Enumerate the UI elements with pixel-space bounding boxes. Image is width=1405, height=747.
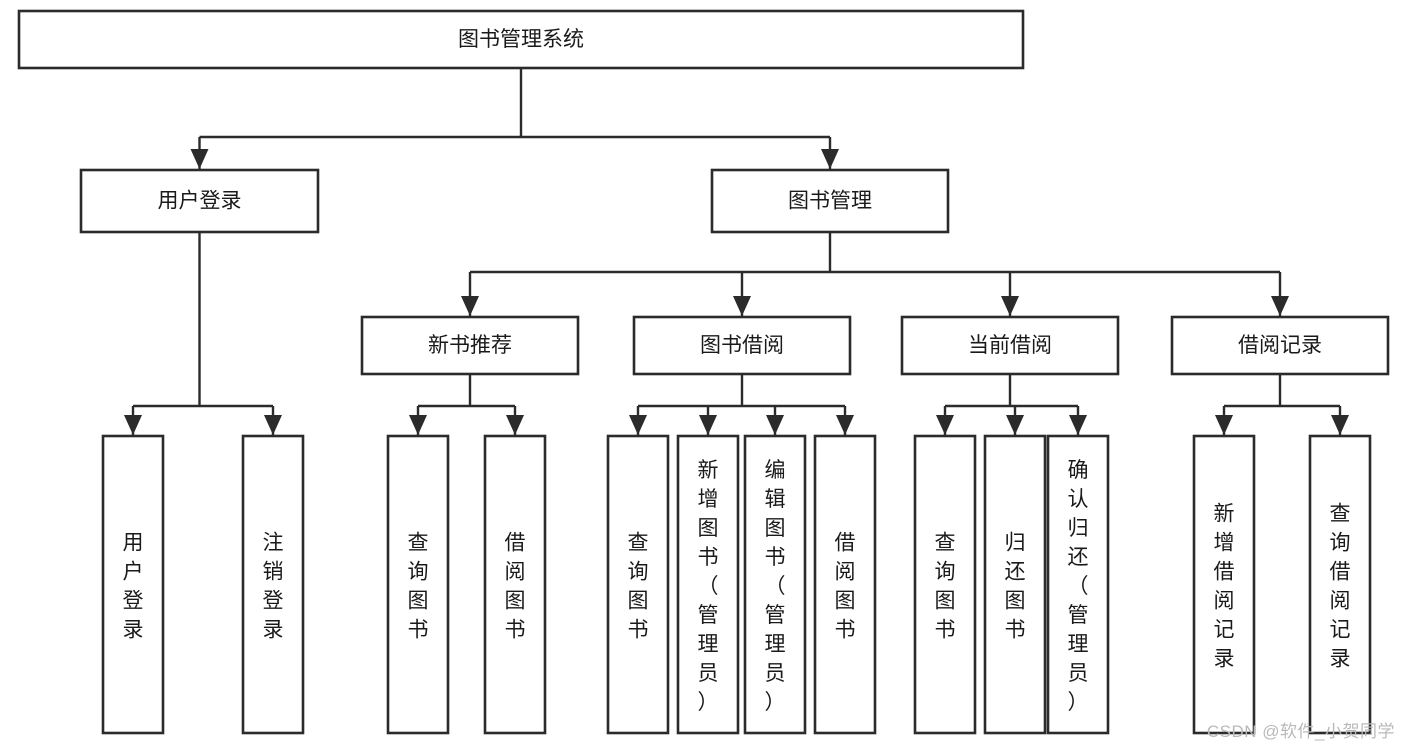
node-l2-图书管理[interactable]: 图书管理 (710, 168, 950, 234)
arrow-head-icon (1331, 415, 1349, 435)
node-leaf-2-查询图书[interactable]: 查询图书 (386, 434, 450, 735)
node-l3-当前借阅[interactable]: 当前借阅 (900, 315, 1120, 376)
node-leaf-5-新增图书管理员-box[interactable] (676, 434, 740, 735)
connector-layer (124, 68, 1349, 435)
node-leaf-3-借阅图书[interactable]: 借阅图书 (483, 434, 547, 735)
watermark-label: CSDN @软件_小贺同学 (1206, 722, 1395, 741)
node-leaf-7-借阅图书[interactable]: 借阅图书 (813, 434, 877, 735)
arrow-head-icon (733, 296, 751, 316)
node-layer: 图书管理系统用户登录图书管理新书推荐图书借阅当前借阅借阅记录用户登录注销登录查询… (17, 9, 1390, 735)
arrow-head-icon (124, 415, 142, 435)
node-l3-图书借阅-box[interactable] (632, 315, 852, 376)
node-leaf-8-查询图书-box[interactable] (913, 434, 977, 735)
node-leaf-8-查询图书-label: 查询图书 (935, 532, 956, 642)
node-leaf-3-借阅图书-box[interactable] (483, 434, 547, 735)
node-l2-用户登录-label: 用户登录 (158, 190, 242, 213)
node-leaf-4-查询图书[interactable]: 查询图书 (606, 434, 670, 735)
node-l3-借阅记录-box[interactable] (1170, 315, 1390, 376)
node-leaf-9-归还图书-box[interactable] (983, 434, 1047, 735)
node-l2-图书管理-label: 图书管理 (788, 190, 872, 213)
node-root-图书管理系统-box[interactable] (17, 9, 1025, 70)
node-leaf-9-归还图书[interactable]: 归还图书 (983, 434, 1047, 735)
arrow-head-icon (1069, 415, 1087, 435)
arrow-head-icon (699, 415, 717, 435)
node-leaf-2-查询图书-box[interactable] (386, 434, 450, 735)
node-leaf-1-注销登录-label: 注销登录 (263, 532, 284, 642)
node-leaf-0-用户登录-label: 用户登录 (123, 532, 144, 642)
arrow-head-icon (936, 415, 954, 435)
node-leaf-12-查询借阅记录-label: 查询借阅记录 (1330, 503, 1351, 671)
arrow-head-icon (1215, 415, 1233, 435)
arrow-head-icon (461, 296, 479, 316)
node-l3-借阅记录-label: 借阅记录 (1238, 334, 1322, 357)
node-leaf-10-确认归还管理员-label: 确认归还（管理员） (1068, 459, 1089, 714)
node-leaf-5-新增图书管理员-label: 新增图书（管理员） (698, 459, 719, 714)
node-l3-当前借阅-label: 当前借阅 (968, 334, 1052, 357)
node-leaf-6-编辑图书管理员-box[interactable] (743, 434, 807, 735)
node-l3-借阅记录[interactable]: 借阅记录 (1170, 315, 1390, 376)
arrow-head-icon (506, 415, 524, 435)
arrow-head-icon (1006, 415, 1024, 435)
node-leaf-3-借阅图书-label: 借阅图书 (505, 532, 526, 642)
node-l2-图书管理-box[interactable] (710, 168, 950, 234)
node-leaf-11-新增借阅记录-label: 新增借阅记录 (1214, 503, 1235, 671)
arrow-head-icon (264, 415, 282, 435)
node-leaf-1-注销登录[interactable]: 注销登录 (241, 434, 305, 735)
node-leaf-1-注销登录-box[interactable] (241, 434, 305, 735)
node-leaf-11-新增借阅记录[interactable]: 新增借阅记录 (1192, 434, 1256, 735)
node-root-图书管理系统[interactable]: 图书管理系统 (17, 9, 1025, 70)
node-leaf-12-查询借阅记录-box[interactable] (1308, 434, 1372, 735)
node-l2-用户登录-box[interactable] (79, 168, 320, 234)
node-leaf-4-查询图书-label: 查询图书 (628, 532, 649, 642)
arrow-head-icon (409, 415, 427, 435)
node-leaf-2-查询图书-label: 查询图书 (408, 532, 429, 642)
node-leaf-4-查询图书-box[interactable] (606, 434, 670, 735)
node-leaf-11-新增借阅记录-box[interactable] (1192, 434, 1256, 735)
node-leaf-8-查询图书[interactable]: 查询图书 (913, 434, 977, 735)
node-leaf-6-编辑图书管理员-label: 编辑图书（管理员） (765, 459, 786, 714)
node-root-图书管理系统-label: 图书管理系统 (458, 28, 584, 51)
node-leaf-9-归还图书-label: 归还图书 (1005, 532, 1026, 642)
node-l3-图书借阅[interactable]: 图书借阅 (632, 315, 852, 376)
node-l3-新书推荐-box[interactable] (360, 315, 580, 376)
arrow-head-icon (1271, 296, 1289, 316)
node-l3-新书推荐[interactable]: 新书推荐 (360, 315, 580, 376)
node-leaf-7-借阅图书-label: 借阅图书 (835, 532, 856, 642)
node-leaf-0-用户登录-box[interactable] (101, 434, 165, 735)
node-leaf-12-查询借阅记录[interactable]: 查询借阅记录 (1308, 434, 1372, 735)
node-l3-图书借阅-label: 图书借阅 (700, 334, 784, 357)
node-leaf-10-确认归还管理员[interactable]: 确认归还（管理员） (1046, 434, 1110, 735)
node-leaf-6-编辑图书管理员[interactable]: 编辑图书（管理员） (743, 434, 807, 735)
arrow-head-icon (1001, 296, 1019, 316)
arrow-head-icon (836, 415, 854, 435)
node-leaf-10-确认归还管理员-box[interactable] (1046, 434, 1110, 735)
node-l3-新书推荐-label: 新书推荐 (428, 334, 512, 357)
node-l3-当前借阅-box[interactable] (900, 315, 1120, 376)
node-l2-用户登录[interactable]: 用户登录 (79, 168, 320, 234)
arrow-head-icon (821, 149, 839, 169)
node-leaf-0-用户登录[interactable]: 用户登录 (101, 434, 165, 735)
node-leaf-5-新增图书管理员[interactable]: 新增图书（管理员） (676, 434, 740, 735)
arrow-head-icon (190, 149, 209, 169)
node-leaf-7-借阅图书-box[interactable] (813, 434, 877, 735)
arrow-head-icon (629, 415, 647, 435)
arrow-head-icon (766, 415, 784, 435)
